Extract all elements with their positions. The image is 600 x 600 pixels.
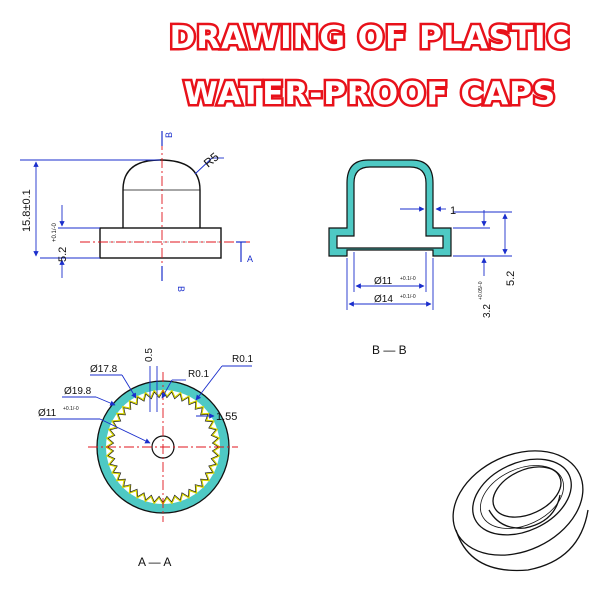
side-view: [99, 159, 222, 259]
dim-height: 15.8±0.1: [21, 189, 33, 232]
title-line-2: WATER-PROOF CAPS: [181, 74, 558, 115]
dome-outline: [122, 159, 201, 228]
flange-outline: [99, 227, 222, 259]
section-bb-dims: [346, 206, 512, 310]
dim-flange: 5.2: [57, 247, 69, 262]
section-mark-top: B: [164, 132, 174, 138]
bb-dim-outer: Ø14: [374, 294, 393, 305]
isometric-view: [452, 450, 589, 572]
section-bb-wall: [328, 159, 452, 257]
aa-tooth: 1.55: [216, 411, 237, 423]
aa-d1: Ø17.8: [90, 364, 118, 375]
aa-r1: R0.1: [188, 369, 210, 380]
section-mark-bottom: B: [176, 286, 186, 292]
aa-d3: Ø11: [38, 408, 57, 419]
radius-leader: [194, 157, 224, 175]
height-dimension: [20, 159, 160, 259]
section-bb-view: [328, 159, 452, 257]
bb-tol-flange: +0.05/-0: [478, 281, 484, 300]
aa-d2: Ø19.8: [64, 386, 92, 397]
bb-dim-height: 5.2: [505, 271, 517, 286]
radius-label: R5: [201, 150, 222, 171]
bb-dim-wall: 1: [450, 205, 456, 217]
side-centerlines: [80, 140, 250, 275]
bb-tol-outer: +0.1/-0: [400, 294, 416, 300]
aa-gap: 0.5: [144, 348, 155, 362]
aa-r2: R0.1: [232, 354, 254, 365]
aa-centerlines: [88, 372, 238, 522]
section-bb-label: B — B: [372, 343, 407, 357]
bb-dim-flange: 3.2: [482, 304, 493, 318]
section-mark-right: A: [247, 254, 253, 264]
aa-leaders: [40, 365, 252, 444]
aa-d3-tol: +0.1/-0: [63, 406, 79, 412]
bb-tol-inner: +0.1/-0: [400, 276, 416, 282]
bb-dim-inner: Ø11: [374, 276, 393, 287]
title-line-1: DRAWING OF PLASTIC: [167, 18, 572, 59]
flange-dimension: [58, 205, 100, 278]
dim-flange-tol: +0.1/-0: [52, 222, 58, 242]
section-aa-label: A — A: [138, 555, 171, 569]
